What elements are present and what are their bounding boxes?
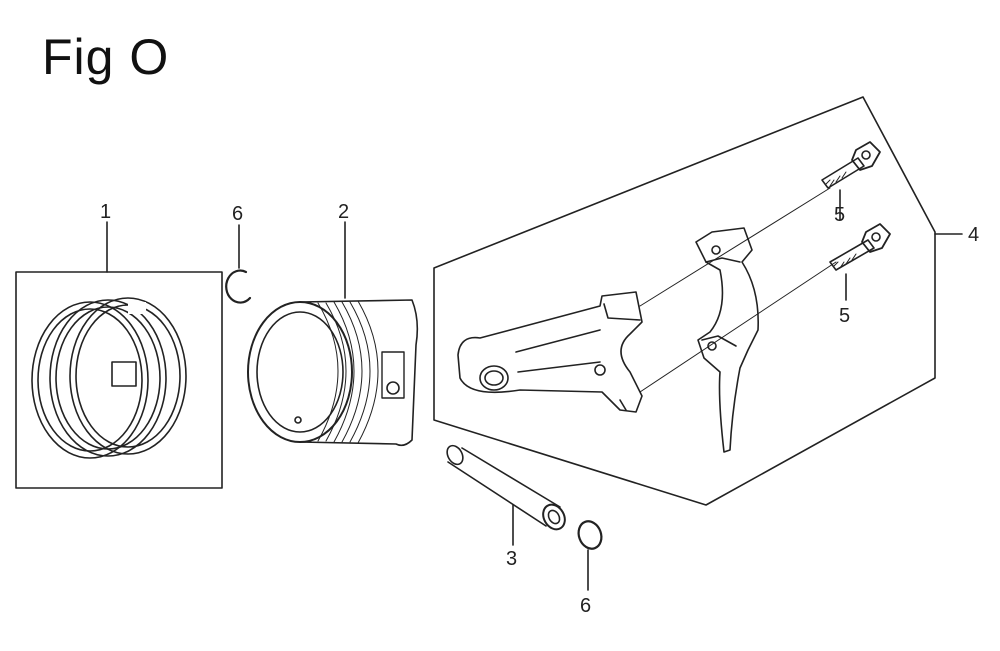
bolt-lower	[829, 223, 891, 301]
callout-6-upper: 6	[232, 203, 243, 225]
figure-title: Fig O	[42, 29, 170, 85]
callout-2: 2	[338, 201, 349, 223]
connecting-rod-box	[433, 96, 936, 506]
bolt-upper	[821, 141, 881, 221]
callout-5-lower: 5	[839, 305, 850, 327]
connecting-rod-group	[433, 96, 963, 506]
ring-oil	[69, 297, 187, 455]
clip-upper	[225, 224, 252, 304]
ring-second	[49, 299, 167, 457]
callout-1: 1	[100, 201, 111, 223]
piston-rings-group	[15, 221, 223, 489]
callout-3: 3	[506, 548, 517, 570]
callout-5-upper: 5	[834, 204, 845, 226]
callout-6-lower: 6	[580, 595, 591, 617]
piston	[247, 221, 419, 447]
piston-pin	[446, 444, 566, 546]
ring-top	[31, 301, 149, 459]
clip-lower	[577, 520, 603, 591]
callout-4: 4	[968, 224, 979, 246]
piston-rings-box	[15, 271, 223, 489]
